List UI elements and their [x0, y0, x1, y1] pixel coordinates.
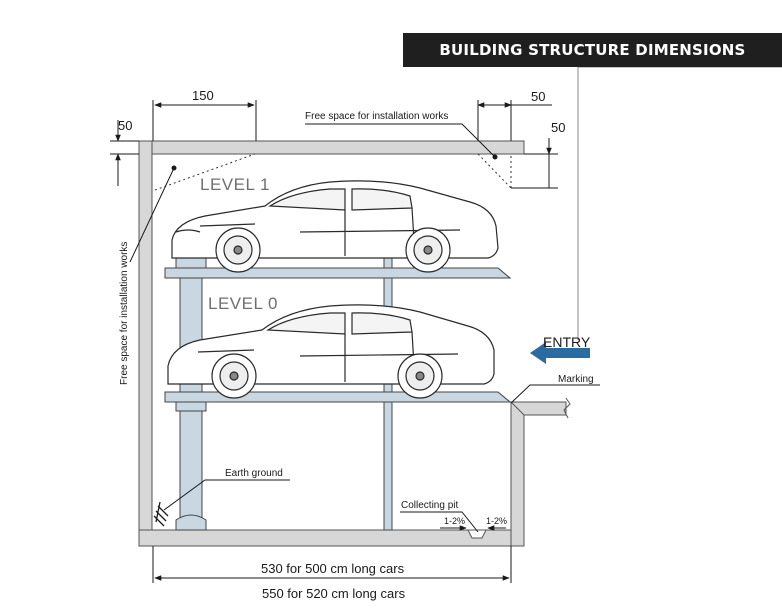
entry-arrow-icon — [530, 342, 590, 364]
diagram-title: BUILDING STRUCTURE DIMENSIONS — [439, 41, 746, 59]
entry-label: ENTRY — [543, 334, 591, 350]
dim-right-offset-value: 50 — [551, 120, 565, 135]
width-520-label: 550 for 520 cm long cars — [262, 586, 406, 601]
level-0-label: LEVEL 0 — [208, 294, 278, 313]
collecting-pit-leader — [400, 511, 479, 533]
level-1-label: LEVEL 1 — [200, 175, 270, 194]
dim-bottom-widths — [152, 546, 512, 583]
dim-left-offset-value: 50 — [118, 118, 132, 133]
earth-ground-leader — [163, 479, 290, 511]
free-space-side-label: Free space for installation works — [119, 242, 130, 385]
free-space-top-label: Free space for installation works — [305, 111, 448, 122]
free-space-side-leader — [129, 167, 175, 263]
free-space-top-dot — [492, 154, 498, 160]
dim-left-offset — [110, 120, 139, 186]
dim-top-right-offset-value: 50 — [531, 89, 545, 104]
dim-top-clearance-value: 150 — [192, 88, 214, 103]
car-level-0 — [167, 304, 495, 399]
marking-label: Marking — [558, 374, 594, 385]
free-space-top-leader — [305, 123, 496, 158]
car-level-1 — [171, 180, 499, 273]
dim-top-right-offset — [477, 100, 552, 141]
building-structure — [138, 140, 571, 547]
title-bar: BUILDING STRUCTURE DIMENSIONS — [403, 33, 782, 67]
collecting-pit-label: Collecting pit — [401, 500, 458, 511]
slope-left-label: 1-2% — [444, 516, 465, 526]
earth-ground-label: Earth ground — [225, 468, 283, 479]
marking-leader — [510, 384, 600, 404]
free-space-side-dot — [171, 165, 177, 171]
lift-structure — [164, 253, 512, 531]
slope-right-label: 1-2% — [486, 516, 507, 526]
earth-ground-icon — [153, 501, 169, 527]
dim-top-clearance — [152, 100, 257, 141]
width-500-label: 530 for 500 cm long cars — [261, 561, 405, 576]
dim-right-offset — [511, 138, 558, 189]
